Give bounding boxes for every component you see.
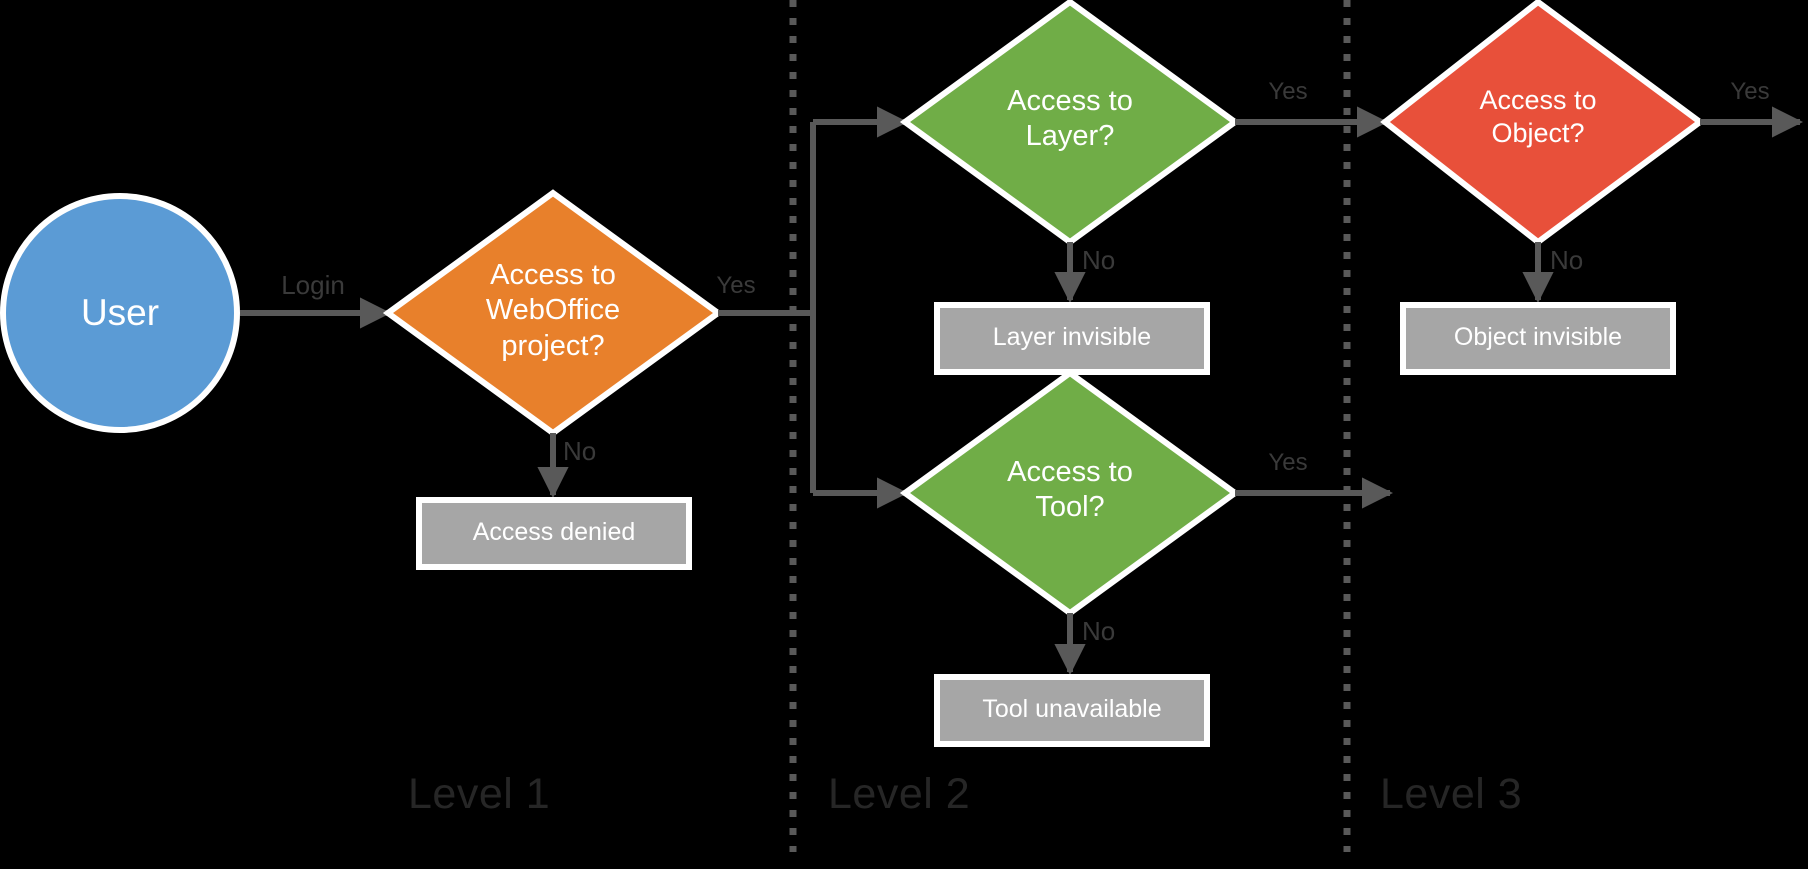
edge-label-login: Login [281, 270, 345, 300]
edge-label-layer-no: No [1082, 245, 1116, 275]
node-access-weboffice-shape [382, 189, 724, 437]
node-access-denied-label: Access denied [472, 518, 636, 546]
node-user-shape [0, 193, 240, 433]
edge-label-tool-no: No [1082, 616, 1116, 646]
node-access-layer-shape [899, 0, 1241, 246]
edge-label-weboffice-yes: Yes [716, 272, 756, 299]
node-access-tool-shape [899, 369, 1241, 617]
level-label-2: Level 2 [828, 770, 971, 818]
edge-label-weboffice-no: No [563, 436, 597, 466]
edge-label-object-yes: Yes [1730, 78, 1770, 105]
node-layer-invisible-label: Layer invisible [992, 323, 1152, 351]
node-tool-unavailable-shape [934, 674, 1210, 747]
node-tool-unavailable-label: Tool unavailable [982, 695, 1162, 723]
node-access-denied-shape [416, 497, 692, 570]
edge-label-object-no: No [1550, 245, 1584, 275]
level-label-1: Level 1 [408, 770, 551, 818]
node-object-invisible-label: Object invisible [1453, 323, 1623, 351]
level-label-3: Level 3 [1380, 770, 1523, 818]
edge-label-tool-yes: Yes [1268, 449, 1308, 476]
node-access-object-shape [1380, 0, 1706, 246]
edge-label-layer-yes: Yes [1268, 78, 1308, 105]
node-object-invisible-shape [1400, 302, 1676, 375]
